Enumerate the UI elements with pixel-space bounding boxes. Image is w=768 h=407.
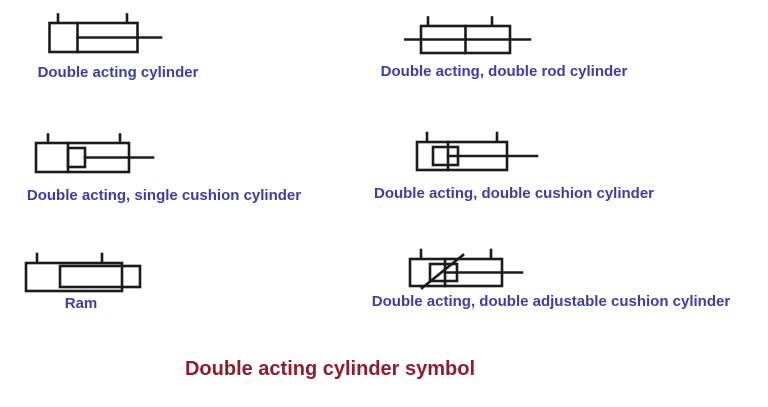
figure-double-rod-cylinder bbox=[404, 16, 532, 60]
symbol-label-double-rod: Double acting, double rod cylinder bbox=[380, 63, 628, 80]
figure-single-cushion-cylinder bbox=[34, 133, 159, 175]
double-rod-cylinder-symbol-icon bbox=[404, 16, 532, 55]
single-cushion-cylinder-symbol-icon bbox=[34, 133, 155, 174]
ram-symbol-icon bbox=[24, 252, 142, 293]
double-adjustable-cushion-cylinder-symbol-icon bbox=[408, 248, 524, 290]
page-title: Double acting cylinder symbol bbox=[184, 358, 476, 380]
figure-double-acting-cylinder bbox=[47, 13, 167, 57]
symbol-label-double-acting: Double acting cylinder bbox=[37, 64, 199, 81]
figure-double-adjustable-cushion-cylinder bbox=[408, 247, 533, 291]
symbol-label-double-adjustable-cushion: Double acting, double adjustable cushion… bbox=[371, 293, 731, 310]
double-cushion-cylinder-symbol-icon bbox=[415, 131, 539, 172]
symbol-label-single-cushion: Double acting, single cushion cylinder bbox=[26, 187, 302, 204]
symbol-label-double-cushion: Double acting, double cushion cylinder bbox=[373, 185, 655, 202]
figure-ram bbox=[24, 251, 149, 295]
figure-double-cushion-cylinder bbox=[415, 131, 540, 173]
double-acting-cylinder-symbol-icon bbox=[48, 13, 163, 54]
symbol-label-ram: Ram bbox=[64, 295, 98, 312]
